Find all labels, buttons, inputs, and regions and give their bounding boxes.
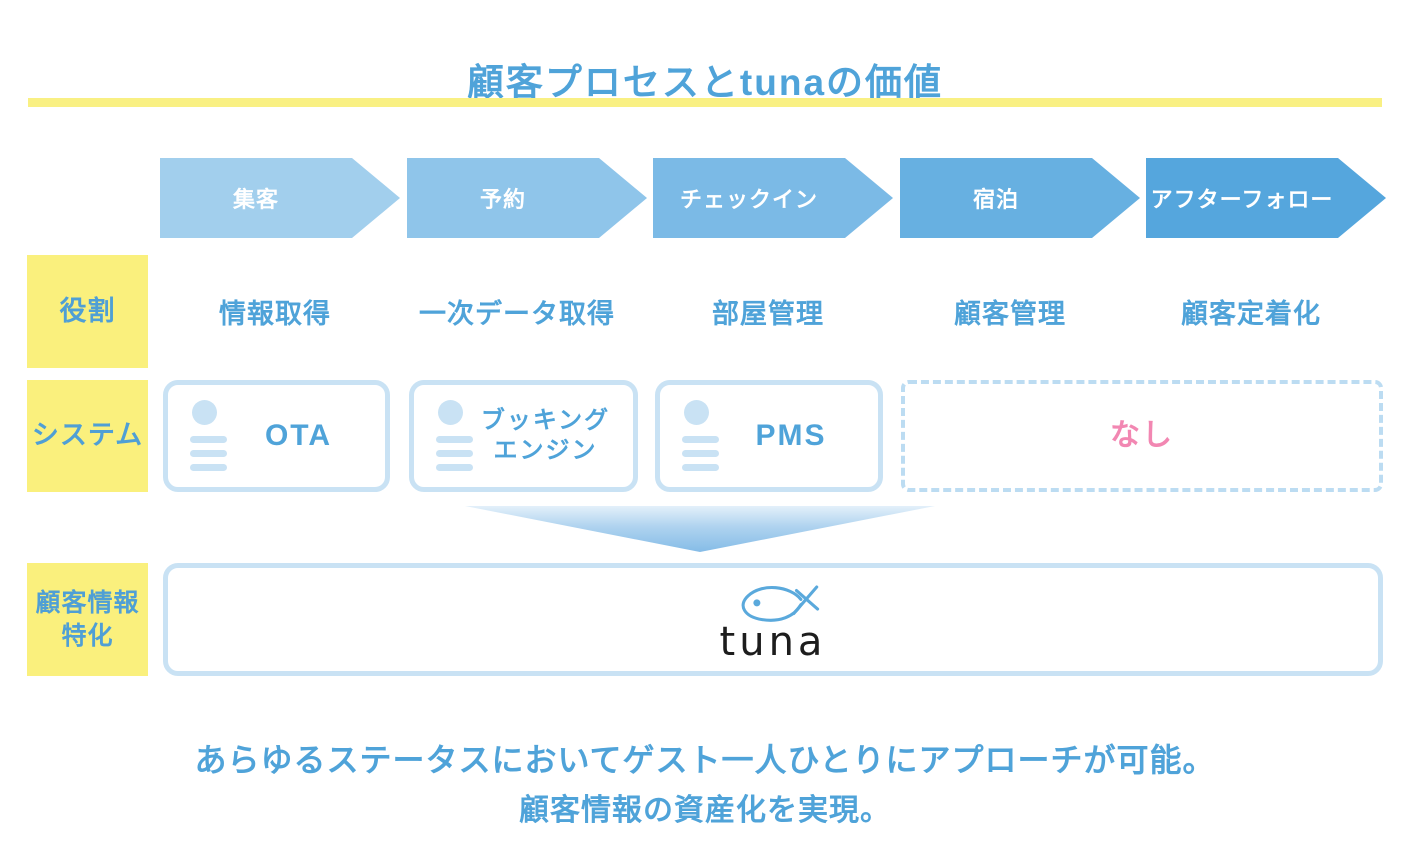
process-step-label: 予約 — [479, 187, 526, 212]
row-label-role: 役割 — [27, 255, 148, 368]
footer-line-1: あらゆるステータスにおいてゲスト一人ひとりにアプローチが可能。 — [194, 742, 1216, 778]
footer-line-2: 顧客情報の資産化を実現。 — [519, 794, 891, 827]
process-step-afterfollow: アフターフォロー — [1146, 158, 1386, 238]
profile-list-icon — [436, 400, 476, 476]
system-name-none: なし — [1110, 419, 1174, 453]
tuna-wordmark: tuna — [719, 618, 827, 665]
tuna-product-box: tuna — [163, 563, 1383, 676]
process-step-label: 宿泊 — [972, 187, 1019, 212]
process-step-label: 集客 — [232, 187, 279, 212]
fish-icon — [741, 585, 820, 622]
system-name: PMS — [755, 419, 827, 453]
system-box-none: なし — [901, 380, 1383, 492]
process-step-label: チェックイン — [679, 187, 818, 212]
role-primary-data: 一次データ取得 — [419, 299, 615, 329]
role-customer-management: 顧客管理 — [954, 299, 1066, 329]
title-underline — [28, 98, 1382, 107]
row-label-system: システム — [27, 380, 148, 492]
system-name: ブッキング エンジン — [480, 407, 611, 464]
row-label-customer-info: 顧客情報 特化 — [27, 563, 148, 676]
role-info-acquisition: 情報取得 — [219, 299, 331, 329]
down-arrow-connector — [465, 506, 935, 552]
process-step-shukuhaku: 宿泊 — [900, 158, 1140, 238]
page-title: 顧客プロセスとtunaの価値 — [466, 62, 944, 103]
tuna-logo: tuna — [720, 580, 827, 662]
process-step-label: アフターフォロー — [1150, 187, 1334, 212]
role-customer-retention: 顧客定着化 — [1181, 299, 1321, 329]
profile-list-icon — [682, 400, 722, 476]
profile-list-icon — [190, 400, 230, 476]
system-box-booking-engine: ブッキング エンジン — [409, 380, 638, 492]
system-box-ota: OTA — [163, 380, 390, 492]
process-step-checkin: チェックイン — [653, 158, 893, 238]
process-step-yoyaku: 予約 — [407, 158, 647, 238]
role-room-management: 部屋管理 — [712, 299, 824, 329]
system-box-pms: PMS — [655, 380, 883, 492]
system-name: OTA — [264, 419, 333, 453]
process-step-shukyaku: 集客 — [160, 158, 400, 238]
